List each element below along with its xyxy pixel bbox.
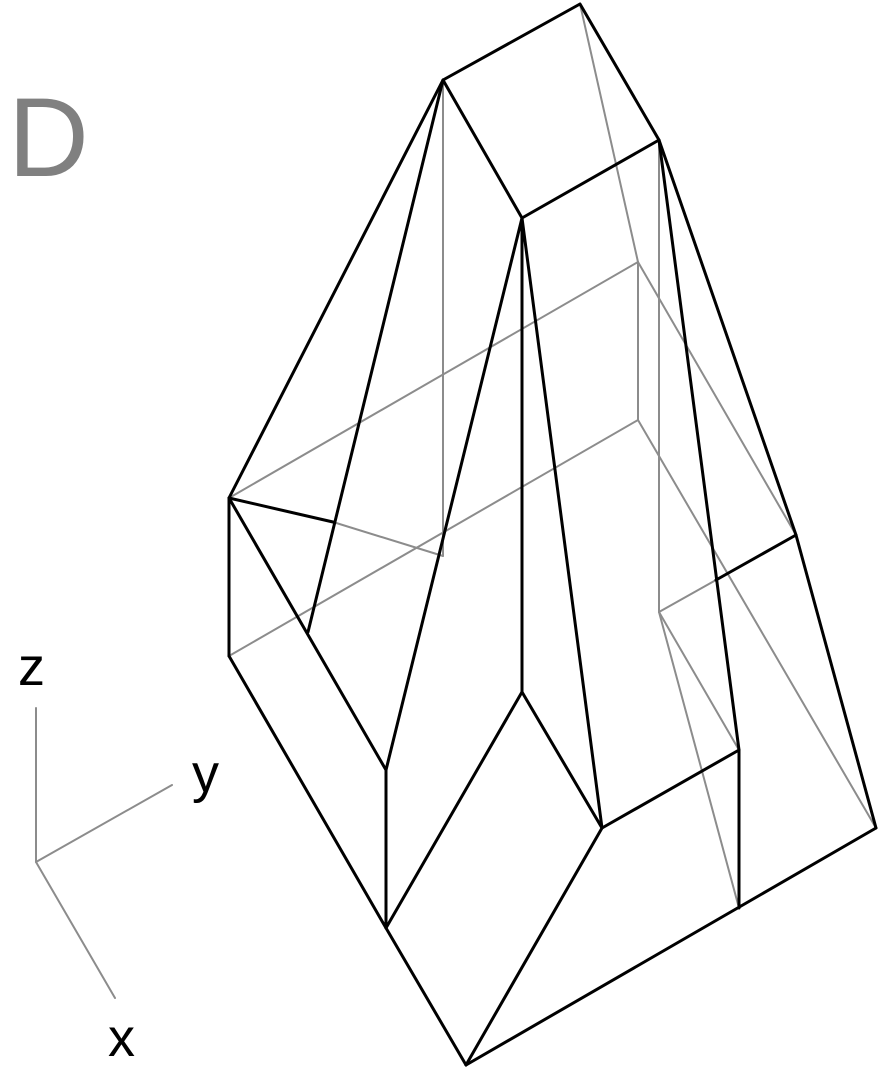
- hidden-edge: [658, 611, 740, 751]
- visible-edge: [794, 533, 878, 830]
- visible-edge: [227, 78, 445, 500]
- hidden-edge: [228, 419, 639, 657]
- visible-edge: [306, 78, 445, 634]
- hidden-edge: [332, 521, 444, 557]
- hidden-edge: [637, 419, 877, 829]
- visible-edges: [227, 2, 878, 1067]
- panel-label: D: [8, 75, 89, 200]
- visible-edge: [227, 496, 335, 524]
- hidden-edge: [658, 579, 717, 613]
- visible-edge: [384, 216, 524, 772]
- hidden-edge: [579, 3, 639, 263]
- visible-edge: [227, 496, 388, 772]
- visible-edge: [657, 138, 741, 752]
- x-axis-label: x: [108, 1008, 135, 1068]
- z-axis-label: z: [18, 637, 45, 697]
- axis-triad: z y x: [18, 637, 219, 1068]
- visible-edge: [714, 533, 798, 582]
- top-face-outline: [441, 2, 661, 220]
- visible-edge: [520, 216, 604, 830]
- y-axis-line: [35, 784, 173, 863]
- visible-edge: [464, 826, 604, 1067]
- hidden-edge: [658, 611, 740, 909]
- visible-edge: [600, 748, 741, 830]
- visible-edge: [464, 826, 878, 1067]
- x-axis-line: [35, 861, 116, 999]
- visible-edge: [657, 138, 798, 537]
- hidden-edge: [228, 261, 639, 499]
- visible-edge: [384, 690, 524, 930]
- y-axis-label: y: [192, 744, 219, 804]
- visible-edge: [227, 654, 388, 930]
- hidden-edge: [637, 261, 797, 536]
- visible-edge: [384, 926, 468, 1067]
- visible-edge: [520, 690, 604, 830]
